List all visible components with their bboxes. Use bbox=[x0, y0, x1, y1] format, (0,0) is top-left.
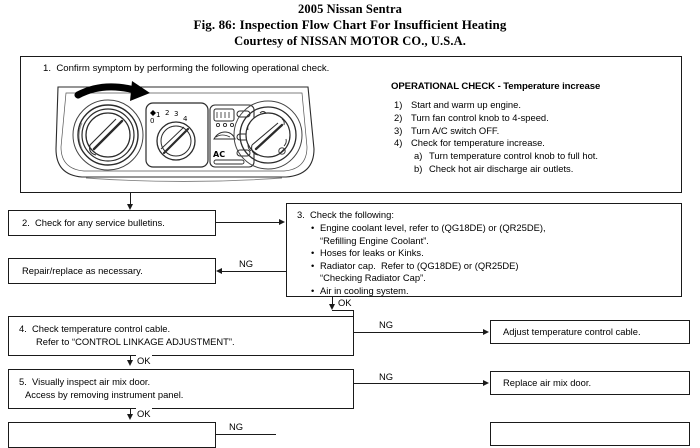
operational-check-list: 1) Start and warm up engine. 2) Turn fan… bbox=[391, 99, 671, 176]
op-item: 4) Check for temperature increase. bbox=[391, 137, 671, 150]
step-5-line1: 5. Visually inspect air mix door. bbox=[19, 376, 151, 387]
edge-label-ng-box4: NG bbox=[378, 319, 395, 330]
op-subitem-number: b) bbox=[414, 162, 423, 174]
title-courtesy: Courtesy of NISSAN MOTOR CO., U.S.A. bbox=[234, 34, 466, 48]
connector-box3-to-repair bbox=[222, 271, 286, 273]
step-3-bullet-list: • Engine coolant level, refer to (QG18DE… bbox=[311, 222, 546, 297]
svg-text:4: 4 bbox=[183, 115, 188, 123]
step-5-text: 5. Visually inspect air mix door.Access … bbox=[19, 376, 183, 401]
op-item: 1) Start and warm up engine. bbox=[391, 99, 671, 112]
arrow-left-to-repair bbox=[216, 268, 222, 274]
op-item-number: 2) bbox=[394, 111, 403, 123]
replace-air-mix-door-box: Replace air mix door. bbox=[490, 371, 690, 395]
op-item-text: Turn A/C switch OFF. bbox=[411, 124, 500, 136]
bullet-item: • Engine coolant level, refer to (QG18DE… bbox=[311, 222, 546, 235]
op-subitem-number: a) bbox=[414, 150, 423, 162]
step-5-box: 5. Visually inspect air mix door.Access … bbox=[8, 369, 354, 409]
step-6-box-partial bbox=[8, 422, 216, 448]
operational-check-title: OPERATIONAL CHECK - Temperature increase bbox=[391, 81, 601, 92]
bullet-dot-icon: • bbox=[311, 247, 315, 258]
connector-into-box4 bbox=[353, 310, 355, 317]
connector-box6-to-right-partial bbox=[216, 434, 276, 436]
step-2-text: 2. Check for any service bulletins. bbox=[22, 217, 165, 228]
op-item-text: Turn fan control knob to 4-speed. bbox=[411, 111, 549, 123]
adjust-cable-text: Adjust temperature control cable. bbox=[503, 326, 641, 337]
bullet-continuation: “Checking Radiator Cap”. bbox=[320, 272, 426, 283]
svg-text:2: 2 bbox=[165, 109, 169, 117]
step-1-container: 1. Confirm symptom by performing the fol… bbox=[20, 56, 682, 193]
arrow-down-box4-ok bbox=[127, 360, 133, 366]
svg-text:3: 3 bbox=[174, 110, 178, 118]
bullet-dot-icon: • bbox=[311, 284, 315, 296]
edge-label-ok-box5: OK bbox=[136, 408, 152, 419]
edge-label-ng-box6: NG bbox=[228, 421, 245, 432]
repair-replace-box: Repair/replace as necessary. bbox=[8, 258, 216, 284]
adjust-cable-box: Adjust temperature control cable. bbox=[490, 320, 690, 344]
op-subitem: b) Check hot air discharge air outlets. bbox=[391, 163, 671, 176]
arrow-right-to-box3 bbox=[279, 219, 285, 225]
bullet-text: Radiator cap. Refer to (QG18DE) or (QR25… bbox=[320, 259, 519, 271]
connector-top-to-box2 bbox=[130, 193, 132, 206]
edge-label-ok-box3: OK bbox=[337, 297, 353, 308]
step-3-heading: 3. Check the following: bbox=[297, 209, 394, 220]
step-2-box: 2. Check for any service bulletins. bbox=[8, 210, 216, 236]
op-item-number: 4) bbox=[394, 137, 403, 149]
connector-box5-ok-down bbox=[130, 409, 132, 417]
op-item: 2) Turn fan control knob to 4-speed. bbox=[391, 112, 671, 125]
bullet-item: • Air in cooling system. bbox=[311, 285, 546, 298]
arrow-right-to-replace bbox=[483, 380, 489, 386]
title-figure: Fig. 86: Inspection Flow Chart For Insuf… bbox=[193, 17, 507, 32]
bullet-dot-icon: • bbox=[311, 222, 315, 233]
op-subitem-text: Turn temperature control knob to full ho… bbox=[429, 150, 599, 162]
bullet-item: • Hoses for leaks or Kinks. bbox=[311, 247, 546, 260]
bottom-right-box-partial bbox=[490, 422, 690, 446]
connector-box3-ok-horizontal bbox=[332, 310, 354, 312]
op-item-text: Check for temperature increase. bbox=[411, 137, 545, 149]
op-item-number: 3) bbox=[394, 124, 403, 136]
bullet-text: Hoses for leaks or Kinks. bbox=[320, 247, 424, 258]
arrow-down-to-box2 bbox=[127, 204, 133, 210]
arrow-down-box3-ok bbox=[329, 304, 335, 310]
edge-label-ng-box3: NG bbox=[238, 258, 255, 269]
edge-label-ok-box4: OK bbox=[136, 355, 152, 366]
connector-box3-ok-down bbox=[332, 297, 334, 307]
op-item-number: 1) bbox=[394, 99, 403, 110]
op-item: 3) Turn A/C switch OFF. bbox=[391, 125, 671, 138]
op-subitem: a) Turn temperature control knob to full… bbox=[391, 150, 671, 163]
svg-text:1: 1 bbox=[156, 111, 160, 119]
step-3-box: 3. Check the following: • Engine coolant… bbox=[286, 203, 682, 297]
step-5-line2: Access by removing instrument panel. bbox=[25, 388, 184, 400]
bullet-dot-icon: • bbox=[311, 259, 315, 271]
bullet-text: Air in cooling system. bbox=[320, 284, 409, 296]
step-4-text: 4. Check temperature control cable.Refer… bbox=[19, 323, 235, 348]
arrow-down-box5-ok bbox=[127, 414, 133, 420]
title-vehicle: 2005 Nissan Sentra bbox=[298, 2, 402, 16]
edge-label-ng-box5: NG bbox=[378, 371, 395, 382]
connector-box2-to-box3 bbox=[216, 222, 280, 224]
hvac-control-panel-illustration: 0 1 2 3 4 AC bbox=[55, 81, 315, 182]
repair-replace-text: Repair/replace as necessary. bbox=[22, 265, 143, 276]
op-item-text: Start and warm up engine. bbox=[411, 99, 521, 110]
connector-box4-to-adjust bbox=[354, 332, 484, 334]
page-titles: 2005 Nissan Sentra Fig. 86: Inspection F… bbox=[0, 0, 700, 49]
op-subitem-text: Check hot air discharge air outlets. bbox=[429, 162, 574, 174]
step-4-line1: 4. Check temperature control cable. bbox=[19, 323, 171, 334]
bullet-continuation: “Refilling Engine Coolant”. bbox=[320, 234, 429, 246]
operational-check-panel: OPERATIONAL CHECK - Temperature increase… bbox=[391, 81, 671, 176]
svg-text:AC: AC bbox=[213, 150, 225, 159]
step-4-line2: Refer to “CONTROL LINKAGE ADJUSTMENT”. bbox=[36, 335, 235, 347]
bullet-item: • Radiator cap. Refer to (QG18DE) or (QR… bbox=[311, 260, 546, 273]
replace-air-mix-door-text: Replace air mix door. bbox=[503, 377, 592, 388]
svg-text:0: 0 bbox=[150, 117, 154, 125]
connector-box4-ok-down bbox=[130, 356, 132, 363]
arrow-right-to-adjust bbox=[483, 329, 489, 335]
step-1-label: 1. Confirm symptom by performing the fol… bbox=[43, 63, 330, 74]
bullet-text: Engine coolant level, refer to (QG18DE) … bbox=[320, 222, 546, 233]
step-4-box: 4. Check temperature control cable.Refer… bbox=[8, 316, 354, 356]
connector-box5-to-replace bbox=[354, 383, 484, 385]
